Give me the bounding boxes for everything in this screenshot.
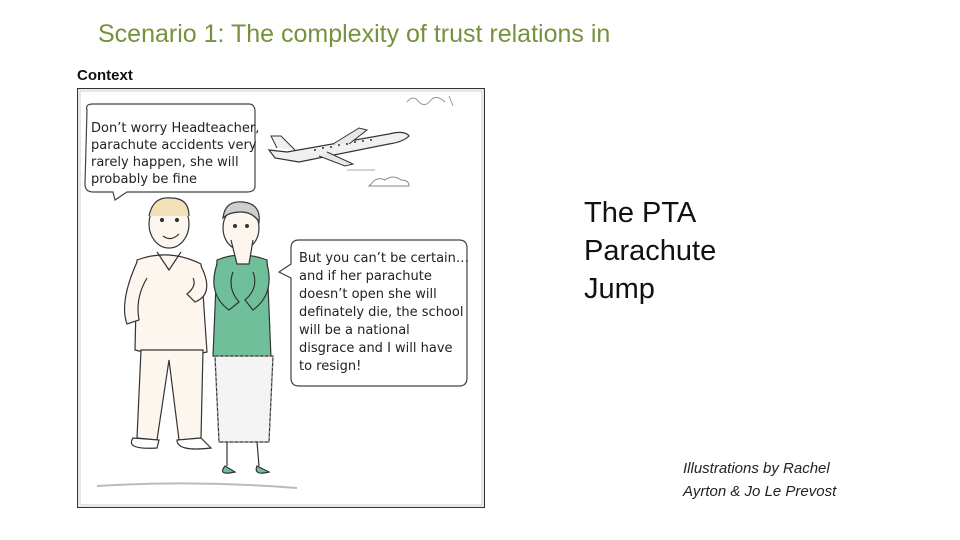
side-title: The PTA Parachute Jump <box>584 194 716 308</box>
speech-bubble-left <box>84 103 256 201</box>
cloud-drawing <box>367 176 410 187</box>
slide-title: Scenario 1: The complexity of trust rela… <box>98 20 611 48</box>
bubble-right-line-1: But you can’t be certain… <box>299 251 469 266</box>
artist-signature <box>406 95 454 107</box>
speech-bubble-right <box>277 239 468 387</box>
illustration-credit: Illustrations by Rachel Ayrton & Jo Le P… <box>683 457 836 503</box>
context-label: Context <box>77 67 133 84</box>
man-figure <box>123 197 213 450</box>
bubble-right-line-6: disgrace and I will have <box>299 341 453 356</box>
bubble-right-line-5: will be a national <box>299 323 410 338</box>
bubble-left-line-1: Don’t worry Headteacher, <box>91 121 259 136</box>
side-title-line-2: Parachute <box>584 235 717 267</box>
side-title-line-1: The PTA <box>584 197 697 229</box>
airplane-drawing <box>267 127 410 167</box>
bubble-right-line-7: to resign! <box>299 359 361 374</box>
cartoon-illustration: Don’t worry Headteacher, parachute accid… <box>77 88 485 508</box>
credit-line-2: Ayrton & Jo Le Prevost <box>683 483 837 500</box>
bubble-left-line-4: probably be fine <box>91 172 197 187</box>
bubble-left-line-3: rarely happen, she will <box>91 155 239 170</box>
bubble-right-line-2: and if her parachute <box>299 269 432 284</box>
bubble-right-line-4: definately die, the school <box>299 305 463 320</box>
bubble-left-line-2: parachute accidents very <box>91 138 257 153</box>
side-title-line-3: Jump <box>584 273 655 305</box>
woman-figure <box>212 201 274 474</box>
credit-line-1: Illustrations by Rachel <box>683 460 830 477</box>
bubble-right-line-3: doesn’t open she will <box>299 287 437 302</box>
